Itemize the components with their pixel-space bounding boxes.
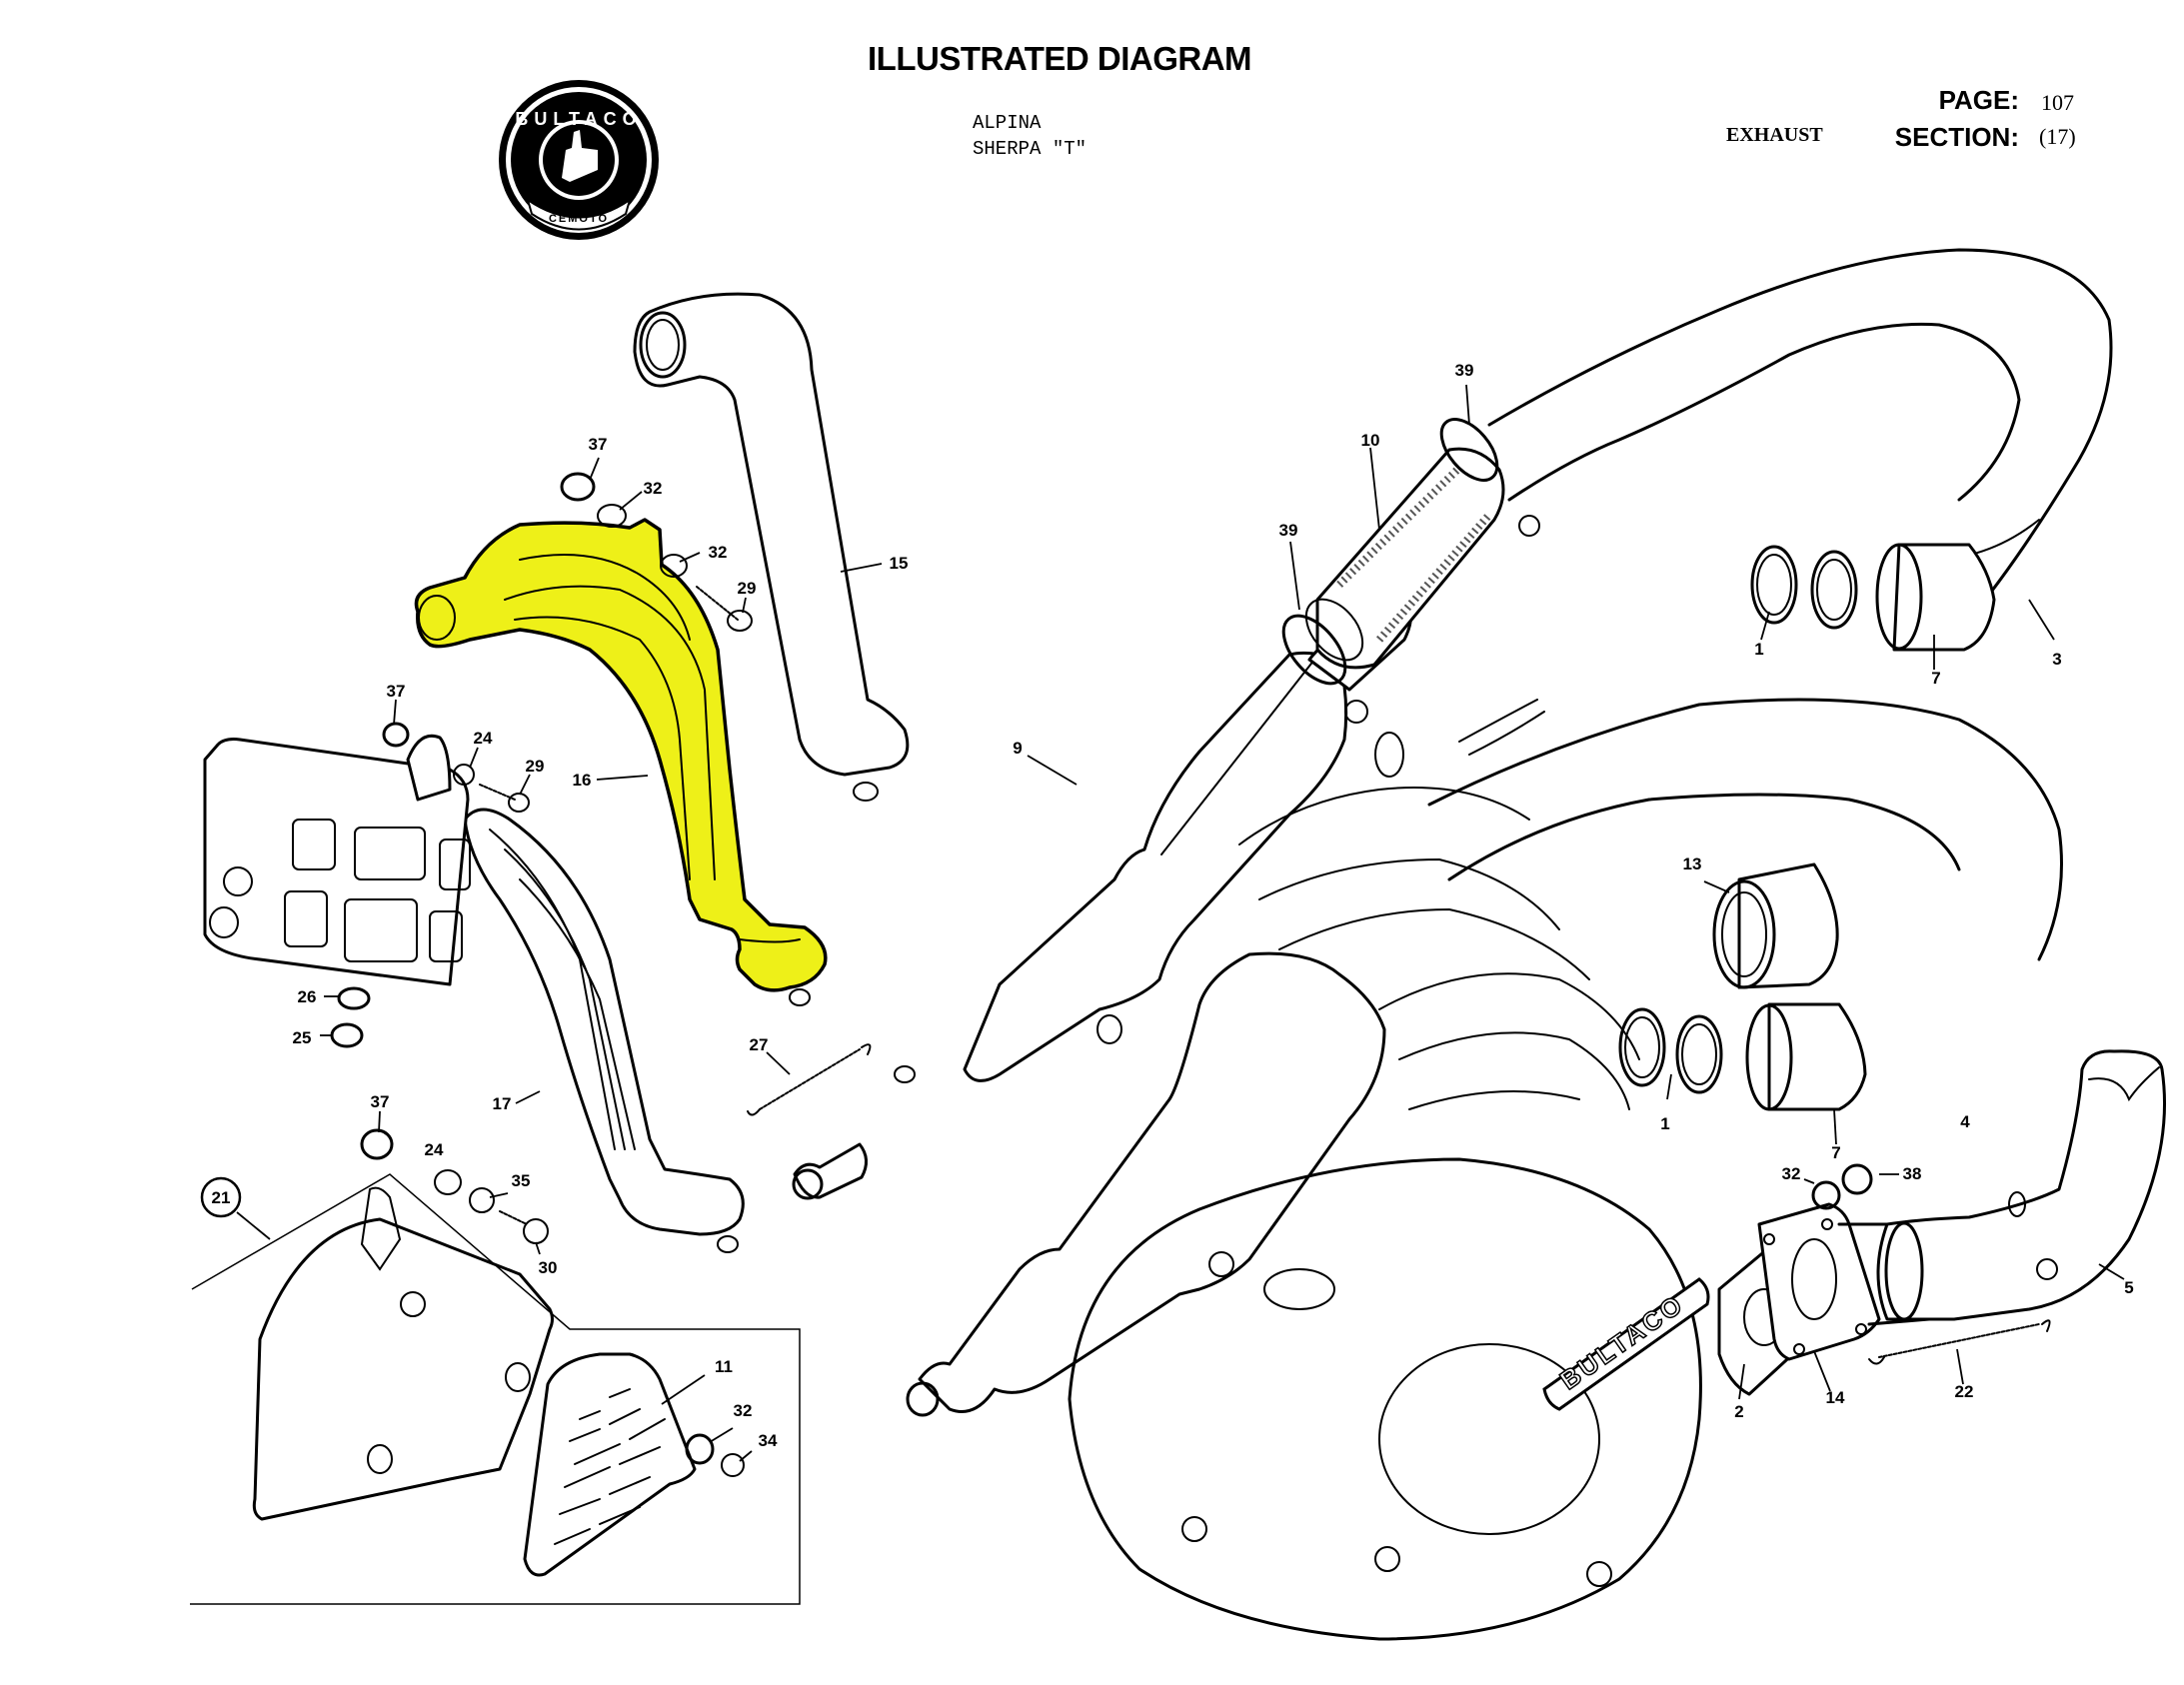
part-16-heat-shield-highlighted[interactable] bbox=[414, 518, 828, 1006]
callout-25: 25 bbox=[293, 1028, 312, 1047]
part-13-exhaust-nut[interactable] bbox=[1712, 862, 1839, 989]
callout-5: 5 bbox=[2124, 1278, 2133, 1297]
callout-7: 7 bbox=[1931, 669, 1940, 688]
callout-32: 32 bbox=[734, 1401, 753, 1420]
callout-1: 1 bbox=[1754, 640, 1763, 659]
logo-brand-text: BULTACO bbox=[515, 109, 642, 129]
section-label: SECTION: bbox=[1894, 122, 2019, 152]
part-17-heat-shield[interactable] bbox=[463, 808, 745, 1253]
callout-10: 10 bbox=[1361, 431, 1380, 450]
callout-27: 27 bbox=[750, 1035, 769, 1054]
callout-35: 35 bbox=[512, 1171, 531, 1190]
callout-37: 37 bbox=[589, 435, 608, 454]
part-27-spring[interactable] bbox=[747, 1043, 872, 1116]
callout-4: 4 bbox=[1960, 1112, 1970, 1131]
callout-26: 26 bbox=[298, 987, 317, 1006]
diagram-title: ILLUSTRATED DIAGRAM bbox=[868, 40, 1252, 77]
callout-labels: 37 32 32 29 15 37 24 29 16 26 25 17 27 3… bbox=[212, 361, 2134, 1450]
thumbs-up-icon bbox=[562, 130, 598, 182]
part-39-hose-clamp[interactable] bbox=[1271, 410, 1540, 724]
callout-39: 39 bbox=[1279, 521, 1298, 540]
hardware-nuts-washers-bolts[interactable] bbox=[330, 472, 1873, 1477]
model-name-sherpa: SHERPA "T" bbox=[973, 138, 1088, 160]
callout-32: 32 bbox=[1782, 1164, 1801, 1183]
callout-1: 1 bbox=[1660, 1114, 1669, 1133]
bultaco-logo: BULTACO CEMOTO bbox=[499, 80, 659, 240]
callout-17: 17 bbox=[493, 1094, 512, 1113]
callout-21: 21 bbox=[212, 1188, 231, 1207]
callout-7: 7 bbox=[1831, 1143, 1840, 1162]
callout-circle-21 bbox=[200, 1176, 242, 1218]
part-10-silencer-sleeve[interactable] bbox=[1295, 447, 1505, 671]
part-11-grille-plate[interactable] bbox=[523, 1352, 697, 1577]
callout-24: 24 bbox=[474, 729, 493, 748]
callout-29: 29 bbox=[738, 579, 757, 598]
callout-16: 16 bbox=[573, 771, 592, 790]
logo-subtitle-text: CEMOTO bbox=[549, 213, 609, 225]
part-4-header-pipe-lower[interactable] bbox=[1427, 698, 2063, 1111]
callout-2: 2 bbox=[1734, 1402, 1743, 1421]
callout-32: 32 bbox=[709, 543, 728, 562]
engine-badge-text: BULTACO bbox=[1554, 1288, 1689, 1395]
engine-badge: BULTACO bbox=[1542, 1277, 1710, 1411]
part-5-tailpipe[interactable] bbox=[1876, 1049, 2167, 1321]
page-label: PAGE: bbox=[1938, 85, 2019, 115]
part-21-frame-section[interactable] bbox=[190, 1173, 801, 1605]
callout-3: 3 bbox=[2052, 650, 2061, 669]
section-name: EXHAUST bbox=[1726, 124, 1823, 146]
callout-37: 37 bbox=[371, 1092, 390, 1111]
callout-37: 37 bbox=[387, 682, 406, 701]
part-3-header-pipe-upper[interactable] bbox=[1487, 248, 2113, 652]
callout-32: 32 bbox=[644, 479, 663, 498]
callout-15: 15 bbox=[890, 554, 909, 573]
callout-11: 11 bbox=[715, 1357, 733, 1376]
page-number: 107 bbox=[2041, 90, 2074, 115]
part-22-spring[interactable] bbox=[1868, 1319, 2051, 1365]
callout-22: 22 bbox=[1955, 1382, 1974, 1401]
callout-29: 29 bbox=[526, 757, 545, 776]
callout-9: 9 bbox=[1013, 739, 1022, 758]
callout-14: 14 bbox=[1826, 1388, 1845, 1407]
callout-leaders bbox=[236, 384, 2125, 1462]
muffler-lower[interactable] bbox=[906, 951, 1386, 1417]
model-name-alpina: ALPINA bbox=[973, 112, 1042, 134]
callout-30: 30 bbox=[539, 1258, 558, 1277]
callout-39: 39 bbox=[1455, 361, 1474, 380]
heat-shield-bracket[interactable] bbox=[203, 734, 471, 986]
callout-13: 13 bbox=[1683, 854, 1702, 873]
section-number: (17) bbox=[2039, 124, 2076, 149]
part-15-exhaust-pipe[interactable] bbox=[633, 292, 910, 802]
callout-24: 24 bbox=[425, 1140, 444, 1159]
callout-34: 34 bbox=[759, 1431, 778, 1450]
callout-38: 38 bbox=[1903, 1164, 1922, 1183]
